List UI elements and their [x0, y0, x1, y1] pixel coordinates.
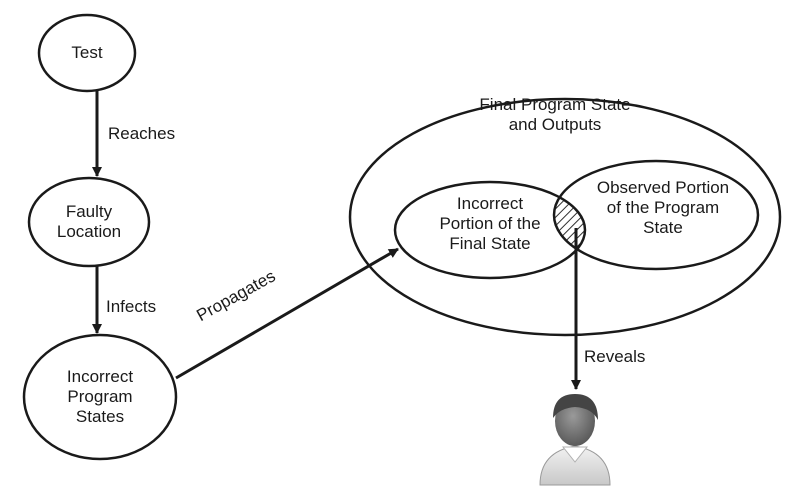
- label-reveals: Reveals: [584, 347, 646, 366]
- node-faulty-location: [27, 176, 151, 268]
- arrow-propagates: [175, 247, 399, 380]
- node-incorrect-portion: [393, 180, 587, 280]
- label-faulty-location: Faulty Location: [56, 202, 122, 241]
- node-final-program-state: [348, 97, 782, 337]
- user-icon: [539, 394, 611, 486]
- node-test: [37, 13, 137, 93]
- label-final-program-state: Final Program State and Outputs: [479, 95, 631, 134]
- node-incorrect-program-states: [22, 333, 178, 461]
- label-observed-portion: Observed Portion of the Program State: [596, 178, 730, 237]
- label-incorrect-program-states: Incorrect Program States: [66, 367, 134, 426]
- label-reaches: Reaches: [108, 124, 176, 143]
- label-infects: Infects: [106, 297, 157, 316]
- label-incorrect-portion: Incorrect Portion of the Final State: [439, 194, 541, 253]
- node-observed-portion: [552, 159, 760, 271]
- label-test: Test: [71, 43, 103, 62]
